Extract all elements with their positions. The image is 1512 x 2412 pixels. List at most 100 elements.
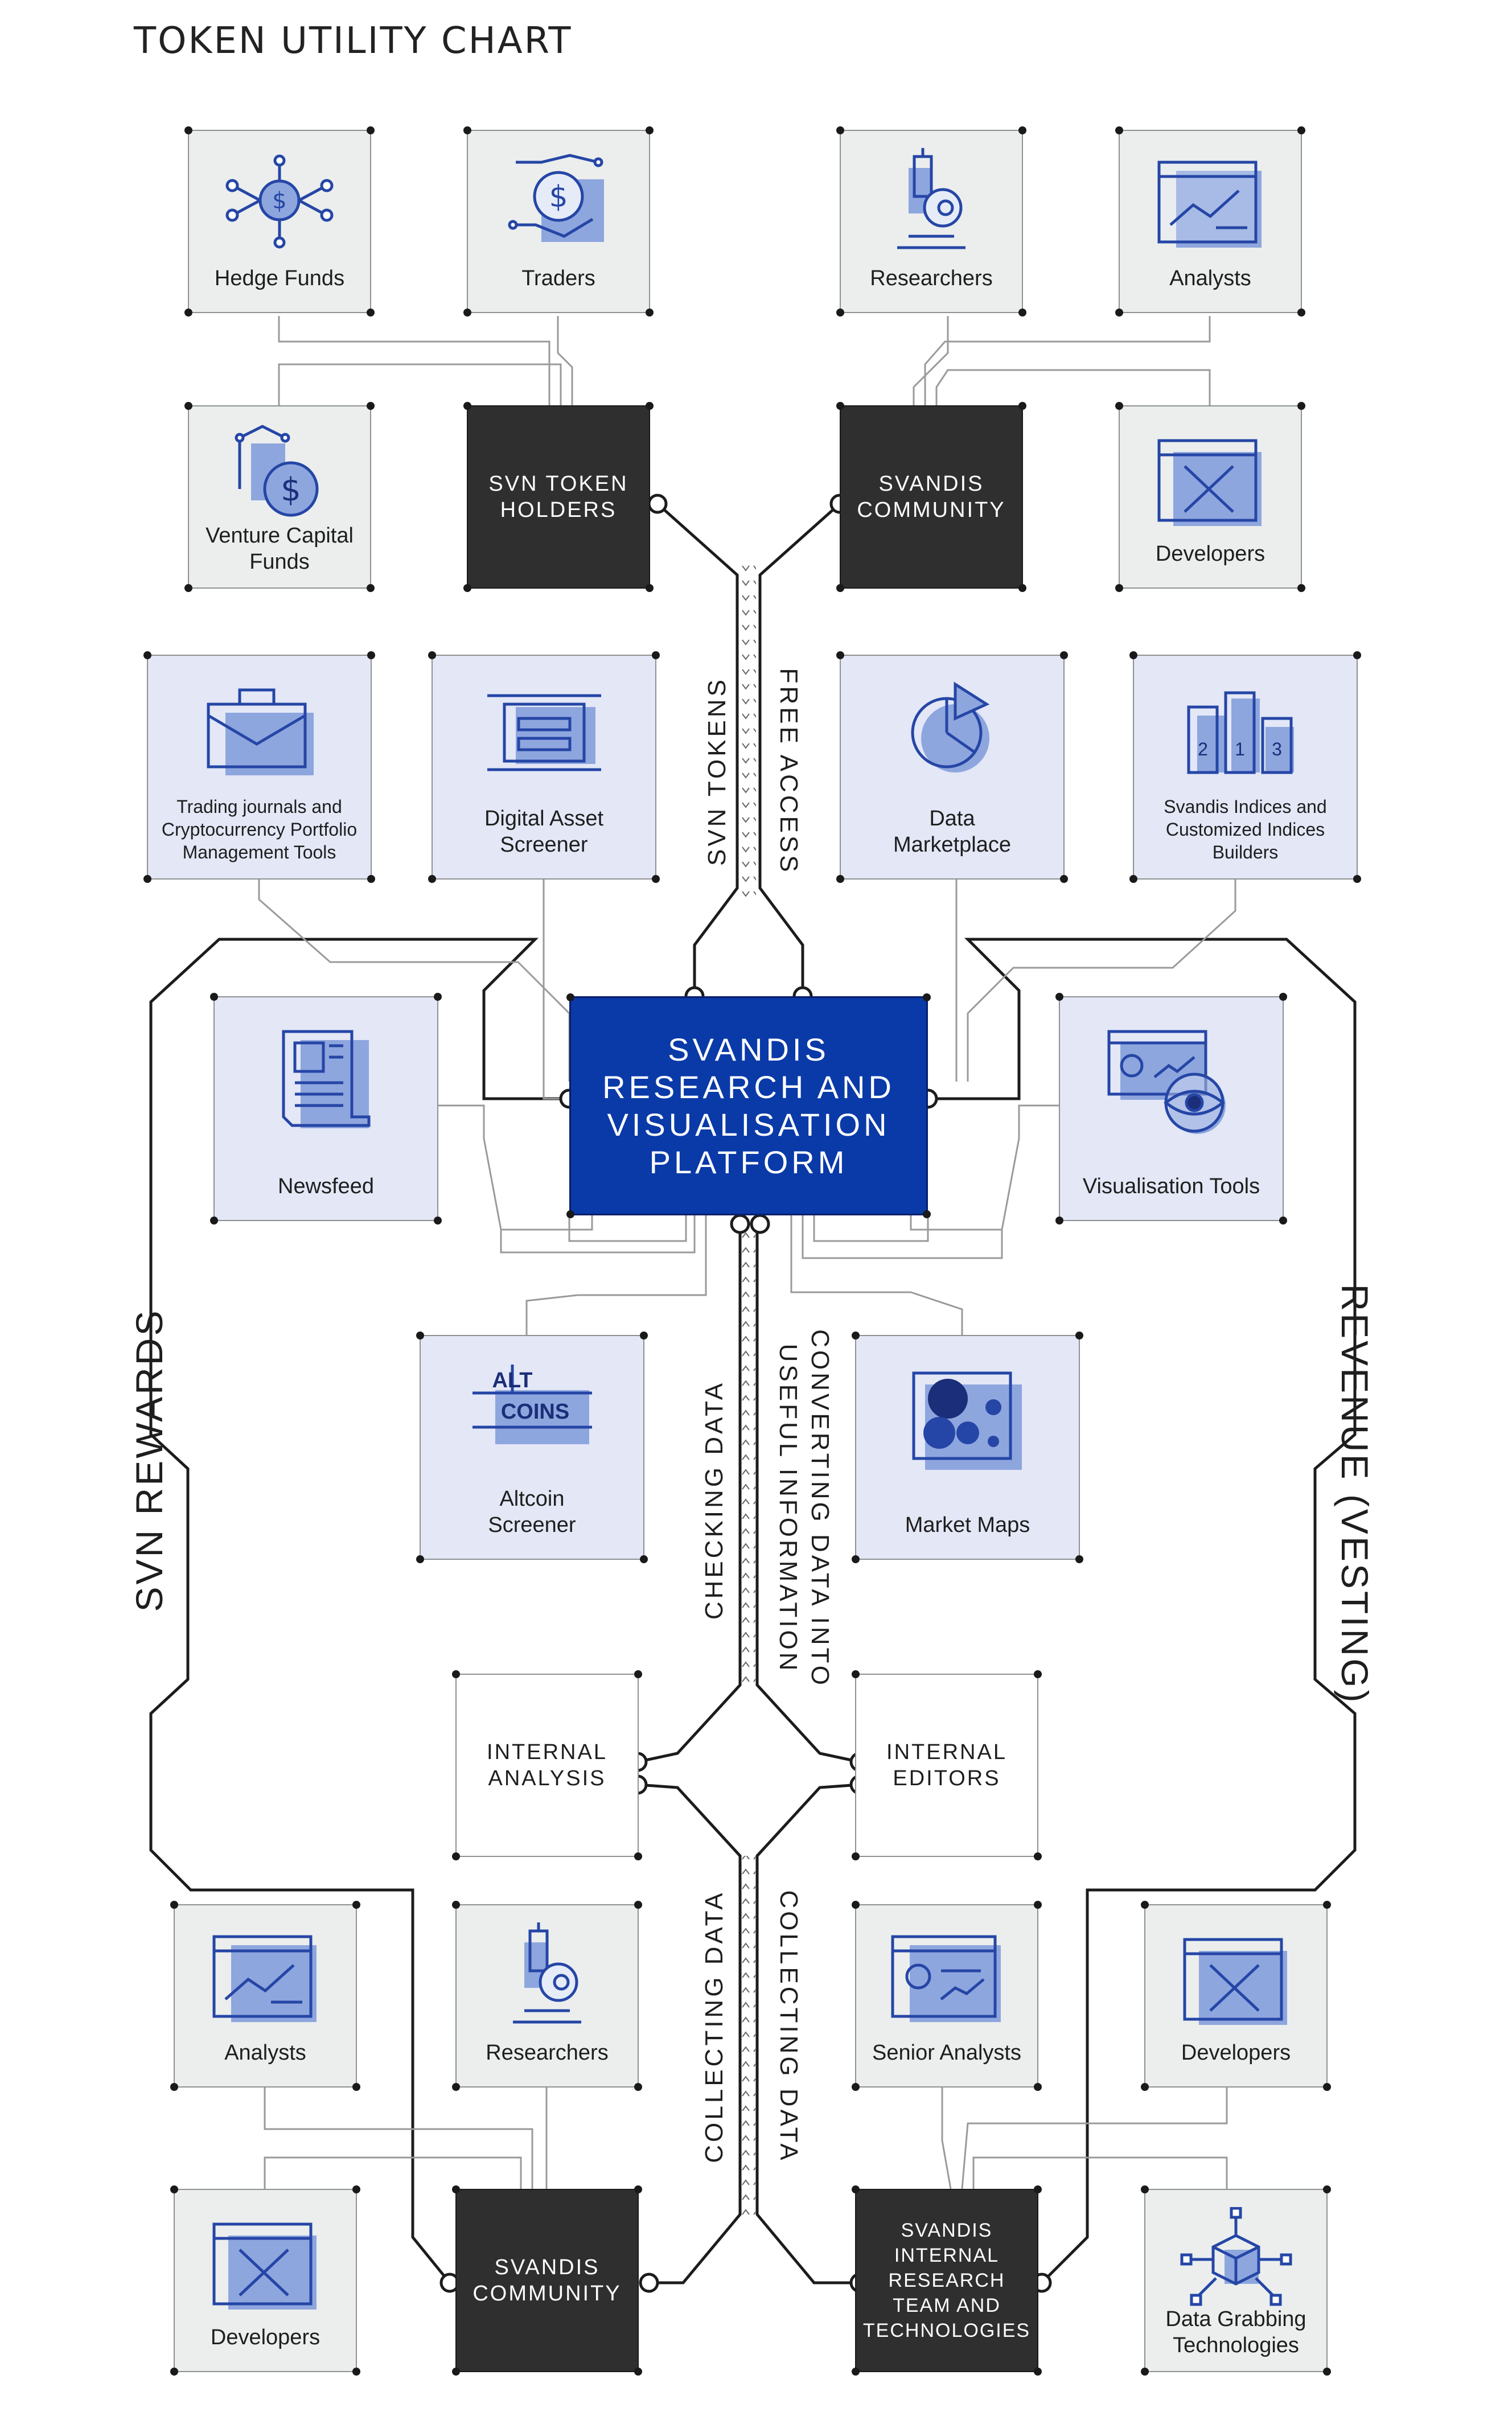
corner-dot bbox=[1018, 584, 1026, 592]
cube-network-icon bbox=[1180, 2207, 1292, 2306]
svg-text:$: $ bbox=[272, 188, 286, 214]
corner-dot bbox=[1141, 1901, 1149, 1909]
newsfeed-label: Newsfeed bbox=[278, 1174, 374, 1198]
corner-dot bbox=[452, 2185, 460, 2193]
internal-analysis-label: INTERNAL ANALYSIS bbox=[487, 1740, 607, 1790]
svn-token-holders-label: SVN TOKEN HOLDERS bbox=[488, 472, 628, 522]
corner-dot bbox=[852, 1670, 860, 1678]
corner-dot bbox=[416, 1332, 424, 1339]
corner-dot bbox=[1353, 875, 1361, 883]
corner-dot bbox=[1034, 2185, 1042, 2193]
rank-1-text: 1 bbox=[1235, 739, 1245, 759]
corner-dot bbox=[1141, 2083, 1149, 2091]
corner-dot bbox=[352, 2185, 360, 2193]
alt-badge-text: ALT bbox=[492, 1369, 532, 1392]
researchers-bottom-box: Researchers bbox=[452, 1901, 642, 2091]
corner-dot bbox=[1034, 2368, 1042, 2376]
data-grabbing-label: Data Grabbing Technologies bbox=[1165, 2307, 1306, 2357]
collecting-data-right-label: COLLECTING DATA bbox=[775, 1890, 803, 2163]
collecting-data-left-label: COLLECTING DATA bbox=[700, 1890, 728, 2163]
eye-dashboard-icon bbox=[1107, 1030, 1226, 1134]
briefcase-icon bbox=[207, 688, 314, 775]
corner-dot bbox=[352, 2368, 360, 2376]
design-tools-icon bbox=[1183, 1938, 1287, 2025]
svandis-community-bottom-hub: SVANDIS COMMUNITY bbox=[452, 2185, 642, 2376]
researchers-top-label: Researchers bbox=[870, 266, 993, 290]
corner-dot bbox=[640, 1332, 648, 1339]
corner-dot bbox=[634, 1901, 642, 1909]
trading-journals-box: Trading journals and Cryptocurrency Port… bbox=[143, 651, 375, 883]
analysts-top-label: Analysts bbox=[1169, 266, 1251, 290]
corner-dot bbox=[1034, 2083, 1042, 2091]
corner-dot bbox=[352, 2083, 360, 2091]
corner-dot bbox=[652, 875, 660, 883]
corner-dot bbox=[184, 584, 192, 592]
corner-dot bbox=[1115, 309, 1123, 317]
market-maps-label: Market Maps bbox=[905, 1513, 1030, 1537]
svandis-community-top-hub: SVANDIS COMMUNITY bbox=[836, 402, 1026, 592]
corner-dot bbox=[836, 584, 844, 592]
corner-dot bbox=[1075, 1555, 1083, 1563]
corner-dot bbox=[1034, 1901, 1042, 1909]
analytics-chart-icon bbox=[1157, 161, 1262, 248]
corner-dot bbox=[463, 309, 471, 317]
altcoin-icon: ALT COINS bbox=[472, 1365, 592, 1444]
corner-dot bbox=[1055, 1217, 1063, 1225]
wire-collecting-right bbox=[755, 1783, 860, 2284]
corner-dot bbox=[1353, 651, 1361, 659]
corner-dot bbox=[652, 651, 660, 659]
corner-dot bbox=[1075, 1332, 1083, 1339]
design-tools-icon bbox=[1157, 439, 1262, 526]
newsfeed-box: Newsfeed bbox=[210, 993, 442, 1225]
corner-dot bbox=[170, 1901, 178, 1909]
svn-tokens-label: SVN TOKENS bbox=[703, 676, 731, 866]
developers-bottom-left-box: Developers bbox=[170, 2185, 360, 2376]
dashboard-chart-icon bbox=[891, 1935, 1001, 2022]
design-tools-icon bbox=[212, 2222, 317, 2310]
pie-chart-icon bbox=[911, 681, 989, 773]
corner-dot bbox=[184, 309, 192, 317]
corner-dot bbox=[634, 2368, 642, 2376]
corner-dot bbox=[646, 309, 654, 317]
corner-dot bbox=[852, 1852, 860, 1860]
digital-asset-screener-label: Digital Asset Screener bbox=[484, 807, 604, 857]
corner-dot bbox=[463, 584, 471, 592]
svg-text:$: $ bbox=[281, 471, 301, 508]
corner-dot bbox=[634, 2083, 642, 2091]
corner-dot bbox=[1018, 126, 1026, 134]
corner-dot bbox=[210, 993, 218, 1001]
corner-dot bbox=[852, 1332, 860, 1339]
corner-dot bbox=[852, 2185, 860, 2193]
wire-collecting-left bbox=[637, 1783, 742, 2284]
microscope-icon bbox=[897, 148, 965, 249]
indices-builders-label: Svandis Indices and Customized Indices B… bbox=[1164, 796, 1327, 862]
converting-data-label: CONVERTING DATA INTO USEFUL INFORMATION bbox=[774, 1329, 834, 1688]
traders-box: $ Traders bbox=[463, 126, 654, 317]
corner-dot bbox=[452, 2083, 460, 2091]
developers-bottom-right-box: Developers bbox=[1141, 1901, 1331, 2091]
corner-dot bbox=[367, 875, 375, 883]
developers-bottom-left-label: Developers bbox=[210, 2325, 321, 2349]
corner-dot bbox=[452, 2368, 460, 2376]
chart-title: TOKEN UTILITY CHART bbox=[134, 20, 573, 62]
corner-dot bbox=[1297, 309, 1305, 317]
corner-dot bbox=[836, 651, 844, 659]
altcoin-screener-box: ALT COINS Altcoin Screener bbox=[416, 1332, 648, 1563]
corner-dot bbox=[852, 1901, 860, 1909]
corner-dot bbox=[1060, 875, 1068, 883]
corner-dot bbox=[1034, 1670, 1042, 1678]
wire-svn-rewards bbox=[149, 938, 569, 2284]
internal-analysis-box: INTERNAL ANALYSIS bbox=[452, 1670, 642, 1860]
corner-dot bbox=[1279, 993, 1287, 1001]
visualisation-tools-label: Visualisation Tools bbox=[1082, 1174, 1260, 1198]
internal-editors-label: INTERNAL EDITORS bbox=[886, 1740, 1007, 1790]
digital-asset-screener-box: Digital Asset Screener bbox=[428, 651, 660, 883]
corner-dot bbox=[1323, 1901, 1331, 1909]
traders-label: Traders bbox=[521, 266, 595, 290]
corner-dot bbox=[170, 2185, 178, 2193]
corner-dot bbox=[452, 1901, 460, 1909]
corner-dot bbox=[1323, 2368, 1331, 2376]
corner-dot bbox=[646, 584, 654, 592]
corner-dot bbox=[634, 1852, 642, 1860]
data-marketplace-label: Data Marketplace bbox=[893, 807, 1011, 857]
